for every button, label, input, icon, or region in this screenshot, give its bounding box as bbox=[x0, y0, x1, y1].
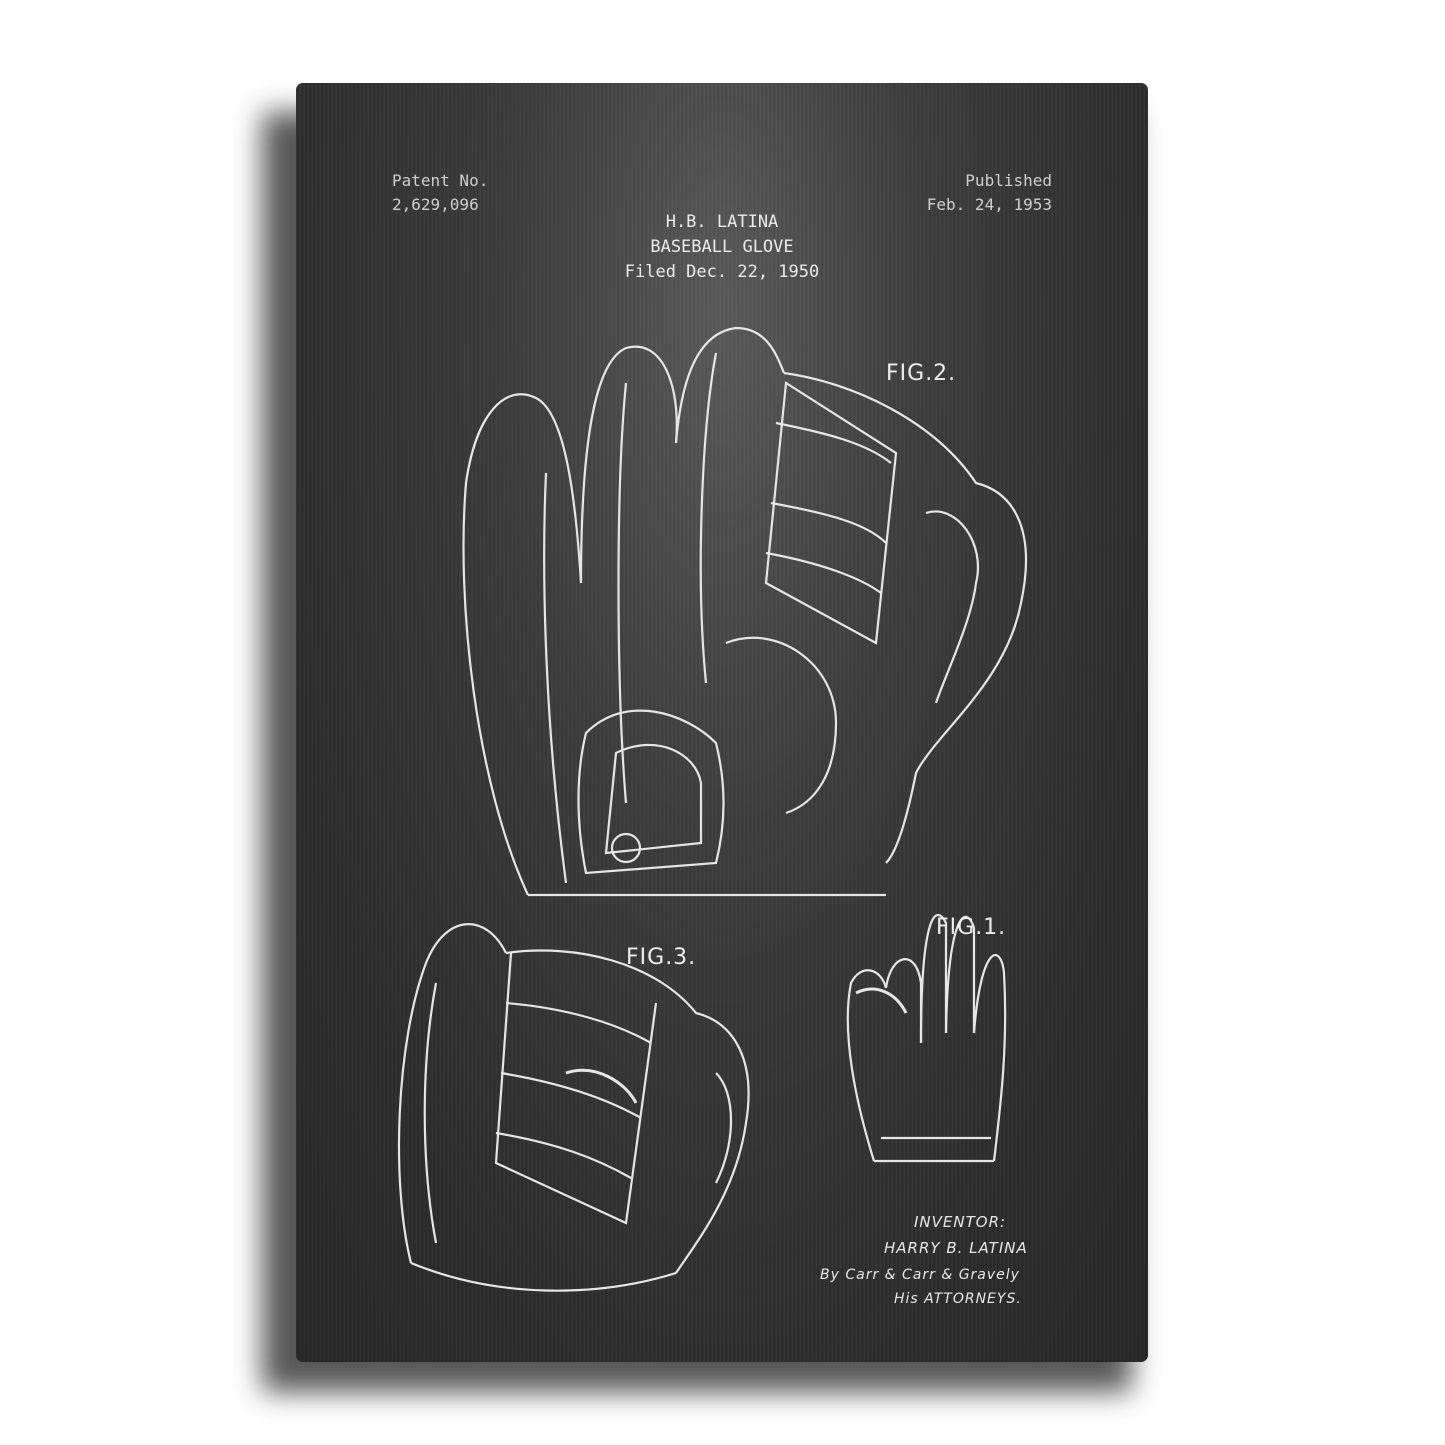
glove-drawings bbox=[397, 326, 1028, 1292]
attorney-signature: By Carr & Carr & Gravely bbox=[820, 1267, 1020, 1283]
inventor-short: H.B. LATINA bbox=[665, 212, 779, 232]
inventor-name: HARRY B. LATINA bbox=[884, 1239, 1028, 1257]
fig3-drawing bbox=[397, 923, 750, 1292]
patent-number: 2,629,096 bbox=[392, 195, 479, 214]
patent-number-label: Patent No. bbox=[392, 171, 489, 190]
fig2-drawing bbox=[462, 326, 1028, 897]
filed-date: Filed Dec. 22, 1950 bbox=[624, 262, 820, 282]
fig1-drawing bbox=[846, 914, 1007, 1163]
patent-title: BASEBALL GLOVE bbox=[650, 237, 794, 257]
published-date: Feb. 24, 1953 bbox=[926, 195, 1052, 214]
inventor-label: INVENTOR: bbox=[914, 1213, 1007, 1231]
fig1-label: FIG.1. bbox=[936, 915, 1007, 940]
fig2-label: FIG.2. bbox=[886, 361, 957, 386]
fig3-label: FIG.3. bbox=[626, 945, 697, 970]
metal-print-panel: Patent No. 2,629,096 Published Feb. 24, … bbox=[296, 83, 1148, 1362]
attorneys-label: His ATTORNEYS. bbox=[894, 1291, 1022, 1307]
published-label: Published bbox=[965, 171, 1052, 190]
